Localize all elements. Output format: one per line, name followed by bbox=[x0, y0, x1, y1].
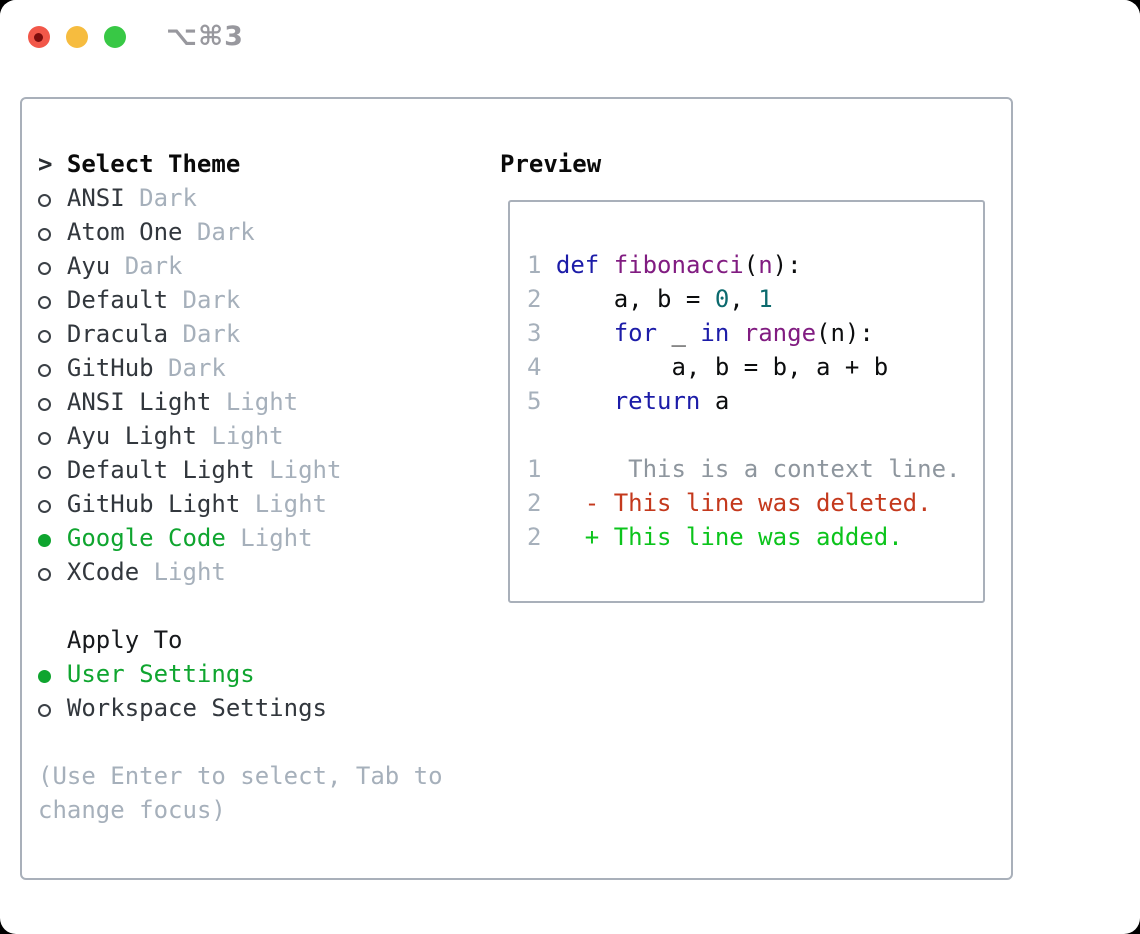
line-number: 2 bbox=[527, 489, 542, 517]
theme-option-ansi-dark[interactable]: ANSI Dark bbox=[38, 181, 498, 215]
radio-unselected-icon bbox=[38, 691, 67, 725]
theme-name: ANSI bbox=[66, 184, 125, 212]
radio-selected-icon bbox=[38, 521, 67, 555]
code-line: 2 a, b = 0, 1 bbox=[527, 282, 960, 316]
radio-unselected-icon bbox=[38, 555, 67, 589]
theme-option-github-light-light[interactable]: GitHub Light Light bbox=[38, 487, 498, 521]
minimize-button[interactable] bbox=[66, 26, 88, 48]
theme-option-ansi-light-light[interactable]: ANSI Light Light bbox=[38, 385, 498, 419]
help-line: change focus) bbox=[38, 796, 226, 824]
code-line bbox=[527, 418, 960, 452]
theme-variant: Dark bbox=[168, 286, 241, 314]
preview-header: Preview bbox=[500, 150, 602, 178]
code-line: 3 for _ in range(n): bbox=[527, 316, 960, 350]
code-line: 2 - This line was deleted. bbox=[527, 486, 960, 520]
theme-option-github-dark[interactable]: GitHub Dark bbox=[38, 351, 498, 385]
theme-variant: Light bbox=[254, 456, 342, 484]
theme-name: Google Code bbox=[66, 524, 226, 552]
theme-name: Dracula bbox=[66, 320, 169, 348]
theme-name: XCode bbox=[66, 558, 140, 586]
select-theme-header: > Select Theme bbox=[38, 147, 498, 181]
close-button[interactable] bbox=[28, 26, 50, 48]
theme-option-ayu-light-light[interactable]: Ayu Light Light bbox=[38, 419, 498, 453]
line-number: 4 bbox=[527, 353, 542, 381]
apply-option-user-settings[interactable]: User Settings bbox=[38, 657, 498, 691]
line-number: 5 bbox=[527, 387, 542, 415]
radio-unselected-icon bbox=[38, 317, 67, 351]
apply-option-label: Workspace Settings bbox=[66, 694, 327, 722]
theme-name: Default Light bbox=[66, 456, 255, 484]
theme-variant: Dark bbox=[182, 218, 255, 246]
line-number: 2 bbox=[527, 285, 542, 313]
apply-to-label: Apply To bbox=[66, 626, 183, 654]
theme-variant: Dark bbox=[153, 354, 226, 382]
theme-variant: Light bbox=[211, 388, 299, 416]
code-line: 1 This is a context line. bbox=[527, 452, 960, 486]
code-line: 5 return a bbox=[527, 384, 960, 418]
line-number: 2 bbox=[527, 523, 542, 551]
theme-option-atom-one-dark[interactable]: Atom One Dark bbox=[38, 215, 498, 249]
code-line: 2 + This line was added. bbox=[527, 520, 960, 554]
theme-option-google-code-light[interactable]: Google Code Light bbox=[38, 521, 498, 555]
select-theme-label: Select Theme bbox=[66, 150, 241, 178]
radio-selected-icon bbox=[38, 657, 67, 691]
radio-unselected-icon bbox=[38, 419, 67, 453]
theme-name: ANSI Light bbox=[66, 388, 212, 416]
theme-variant: Light bbox=[139, 558, 226, 586]
help-text: (Use Enter to select, Tab to change focus… bbox=[38, 759, 498, 827]
theme-variant: Light bbox=[225, 524, 313, 552]
line-number: 1 bbox=[527, 251, 542, 279]
radio-unselected-icon bbox=[38, 351, 67, 385]
apply-to-header: Apply To bbox=[38, 623, 498, 657]
theme-option-ayu-dark[interactable]: Ayu Dark bbox=[38, 249, 498, 283]
zoom-button[interactable] bbox=[104, 26, 126, 48]
radio-unselected-icon bbox=[38, 385, 67, 419]
theme-variant: Light bbox=[196, 422, 284, 450]
theme-variant: Dark bbox=[124, 184, 197, 212]
prompt-icon: > bbox=[38, 150, 53, 178]
apply-option-label: User Settings bbox=[66, 660, 255, 688]
theme-variant: Light bbox=[240, 490, 327, 518]
window-title: ⌥⌘3 bbox=[166, 21, 244, 52]
title-bar: ⌥⌘3 bbox=[0, 0, 1140, 75]
radio-unselected-icon bbox=[38, 249, 67, 283]
line-number: 1 bbox=[527, 455, 542, 483]
radio-unselected-icon bbox=[38, 181, 67, 215]
help-line: (Use Enter to select, Tab to bbox=[38, 762, 443, 790]
theme-option-dracula-dark[interactable]: Dracula Dark bbox=[38, 317, 498, 351]
theme-name: Atom One bbox=[66, 218, 183, 246]
line-number: 3 bbox=[527, 319, 542, 347]
theme-option-default-light-light[interactable]: Default Light Light bbox=[38, 453, 498, 487]
theme-name: Ayu Light bbox=[66, 422, 197, 450]
theme-option-default-dark[interactable]: Default Dark bbox=[38, 283, 498, 317]
theme-option-xcode-light[interactable]: XCode Light bbox=[38, 555, 498, 589]
theme-variant: Dark bbox=[168, 320, 241, 348]
theme-variant: Dark bbox=[110, 252, 183, 280]
radio-unselected-icon bbox=[38, 487, 67, 521]
theme-name: Default bbox=[66, 286, 169, 314]
radio-unselected-icon bbox=[38, 283, 67, 317]
close-unsaved-dot-icon bbox=[34, 33, 43, 42]
theme-name: Ayu bbox=[66, 252, 111, 280]
radio-unselected-icon bbox=[38, 453, 67, 487]
theme-name: GitHub Light bbox=[66, 490, 241, 518]
radio-unselected-icon bbox=[38, 215, 67, 249]
code-line: 4 a, b = b, a + b bbox=[527, 350, 960, 384]
theme-name: GitHub bbox=[66, 354, 154, 382]
apply-option-workspace-settings[interactable]: Workspace Settings bbox=[38, 691, 498, 725]
